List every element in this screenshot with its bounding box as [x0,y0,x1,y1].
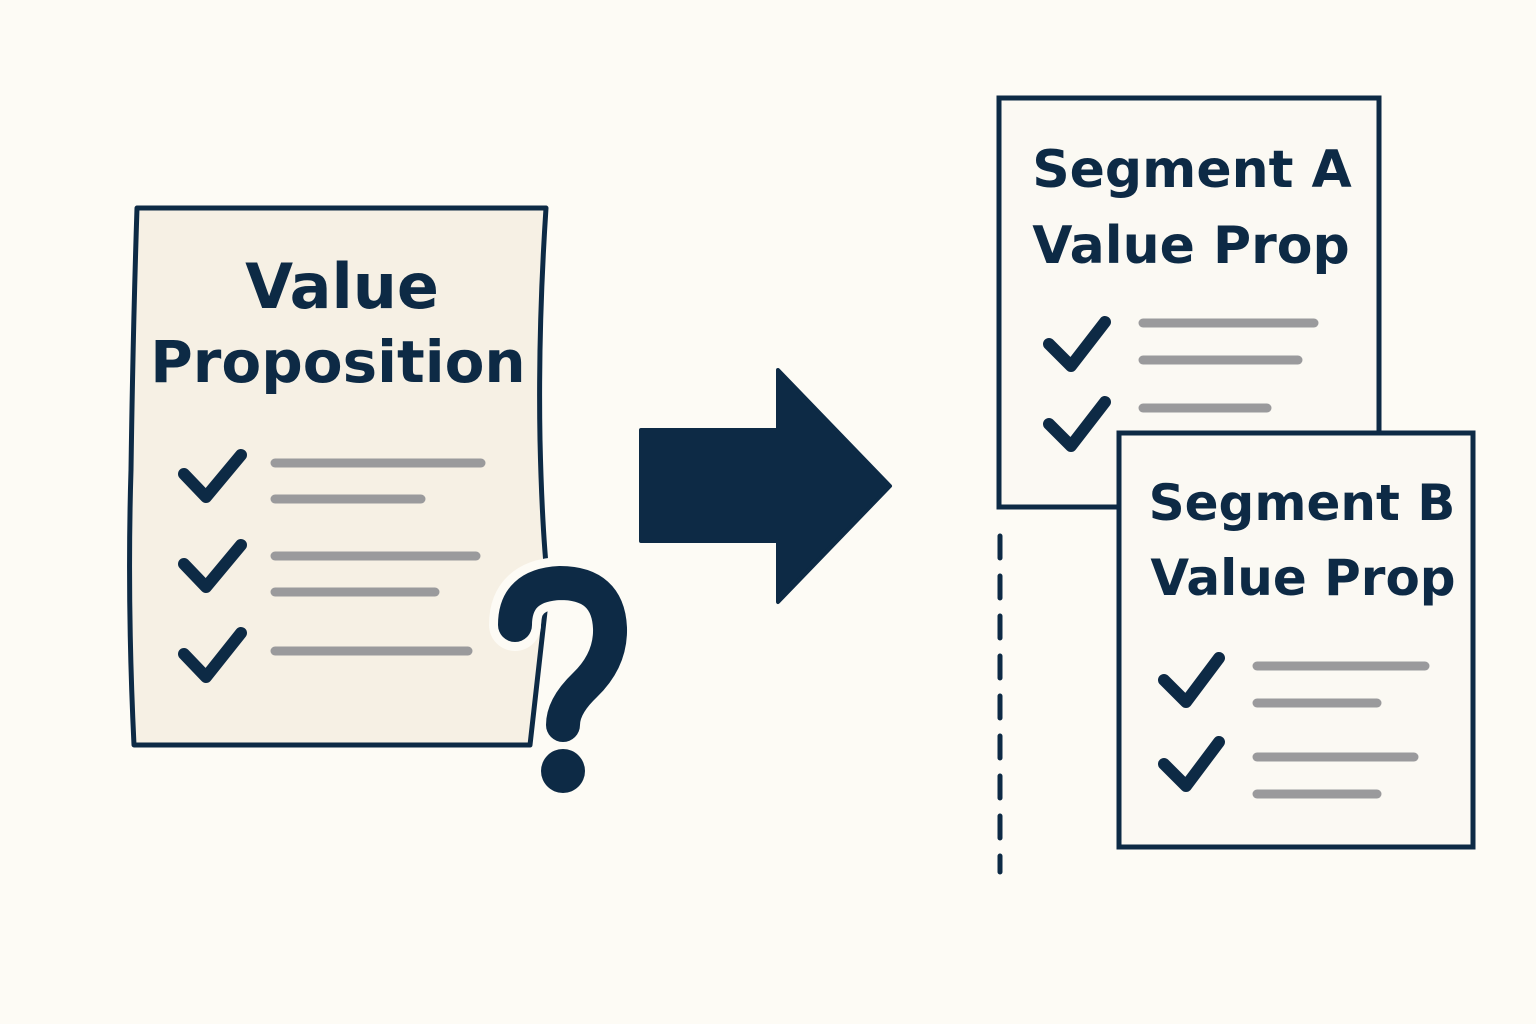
segment-b-title-line2: Value Prop [1150,549,1455,607]
checkmark-icon [178,627,247,683]
question-mark-icon [489,557,636,799]
segment-a-title-line1: Segment A [1032,140,1352,200]
segment-a-title-line2: Value Prop [1032,216,1349,276]
checkmark-icon [1043,316,1111,372]
segment-b-title-line1: Segment B [1149,474,1456,532]
checkmark-icon [178,449,247,503]
document-title-line2: Proposition [150,328,525,396]
document-list-item [178,449,486,504]
checkmark-icon [1158,736,1225,792]
segment-a-list-item [1043,396,1272,452]
right-arrow-icon [639,368,892,604]
document-title-line1: Value [245,250,439,323]
segment-a-list-item [1043,316,1319,372]
segment-b-list-item [1158,736,1419,799]
document-list-item [178,539,481,597]
segment-b-card: Segment B Value Prop [1116,430,1476,850]
checkmark-icon [1158,652,1225,708]
checkmark-icon [1043,396,1111,452]
checkmark-icon [178,539,247,593]
document-list-item [178,627,473,683]
segment-b-list-item [1158,652,1430,708]
document-sheet [127,205,551,748]
value-proposition-document: Value Proposition [127,205,551,748]
